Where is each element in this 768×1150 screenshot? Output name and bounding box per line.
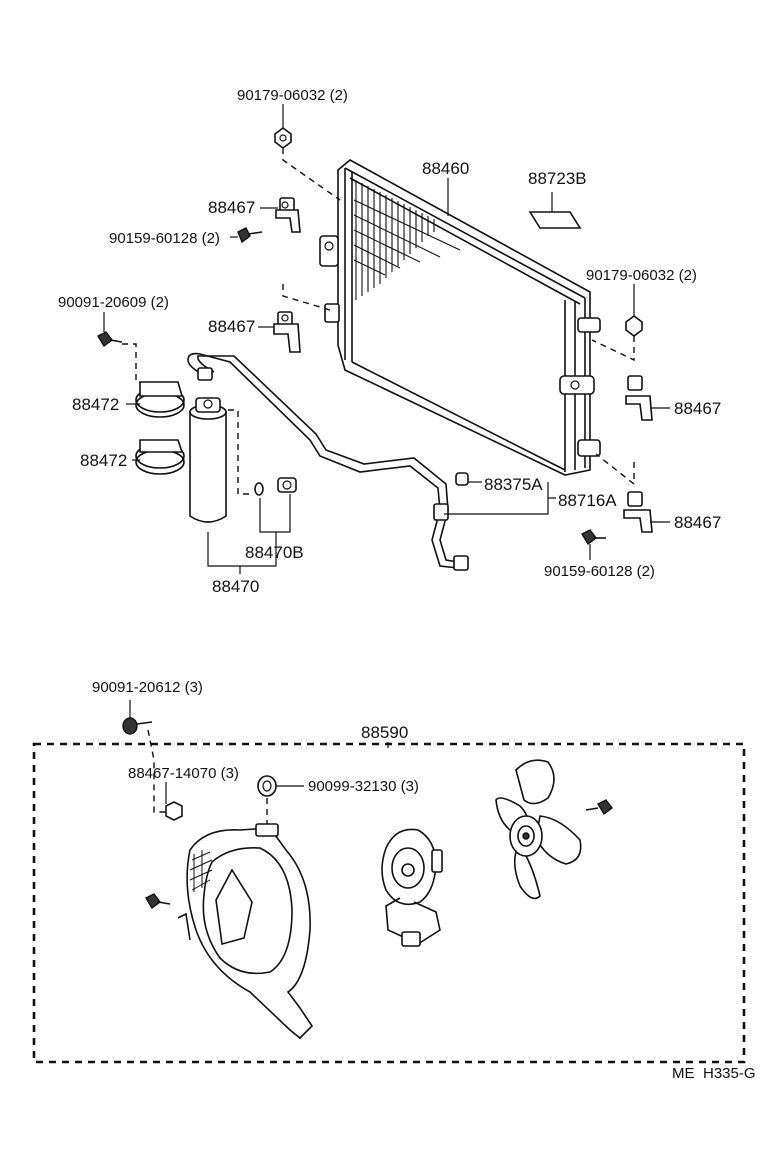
- fan-assembly-box: [32, 742, 746, 1064]
- label-fan-nut: 88467-14070 (3): [128, 765, 239, 782]
- label-bracket-right-lower: 88467: [674, 513, 721, 532]
- dashed-lines-upper: [122, 148, 635, 495]
- label-clamp-upper: 88472: [72, 395, 119, 414]
- fan-shroud: [177, 823, 314, 1040]
- bolt-right: [581, 529, 606, 546]
- label-fan-bolt: 90091-20612 (3): [92, 679, 203, 696]
- switch: [277, 477, 297, 493]
- label-bracket-right-upper: 88467: [674, 399, 721, 418]
- bolt-clamp: [97, 331, 123, 348]
- label-plug: 88375A: [484, 475, 543, 494]
- label-grommet: 90099-32130 (3): [308, 778, 419, 795]
- fan-nut: [165, 801, 183, 821]
- label-nut-right: 90179-06032 (2): [586, 267, 697, 284]
- bolt-left: [237, 227, 263, 244]
- label-bolt-clamp: 90091-20609 (2): [58, 294, 169, 311]
- label-condenser: 88460: [422, 159, 469, 178]
- blade-bolt: [585, 799, 613, 816]
- bracket-right-lower: [623, 491, 653, 533]
- label-label-plate: 88723B: [528, 169, 587, 188]
- condenser-fins: [353, 180, 461, 300]
- label-receiver: 88470: [212, 577, 259, 596]
- label-plate: [528, 211, 582, 229]
- label-code: H335-G: [703, 1065, 756, 1082]
- bracket-top-left: [275, 197, 301, 233]
- nut-top: [274, 127, 292, 149]
- bracket-mid-left: [273, 311, 301, 353]
- ac-pipe: [187, 352, 469, 571]
- fan-blade: [495, 759, 582, 900]
- clamp-lower: [135, 439, 185, 475]
- label-clamp-lower: 88472: [80, 451, 127, 470]
- leader-lines-upper: [103, 104, 670, 574]
- switch-oring: [254, 482, 264, 496]
- label-pipe: 88716A: [558, 491, 617, 510]
- label-bolt-right: 90159-60128 (2): [544, 563, 655, 580]
- label-nut-top: 90179-06032 (2): [237, 87, 348, 104]
- label-bolt-left: 90159-60128 (2): [109, 230, 220, 247]
- label-fan-assembly: 88590: [361, 723, 408, 742]
- plug: [455, 472, 469, 486]
- grommet: [257, 775, 304, 797]
- condenser: [319, 159, 601, 476]
- fan-motor: [381, 828, 443, 947]
- shroud-bolt: [145, 893, 171, 910]
- clamp-upper: [135, 381, 185, 418]
- bracket-right-upper: [625, 315, 653, 421]
- receiver-drier: [189, 397, 227, 523]
- label-bracket-top-left: 88467: [208, 198, 255, 217]
- label-switch: 88470B: [245, 543, 304, 562]
- shroud-grille: [189, 850, 213, 892]
- label-code-prefix: ME: [672, 1065, 695, 1082]
- label-bracket-mid-left: 88467: [208, 317, 255, 336]
